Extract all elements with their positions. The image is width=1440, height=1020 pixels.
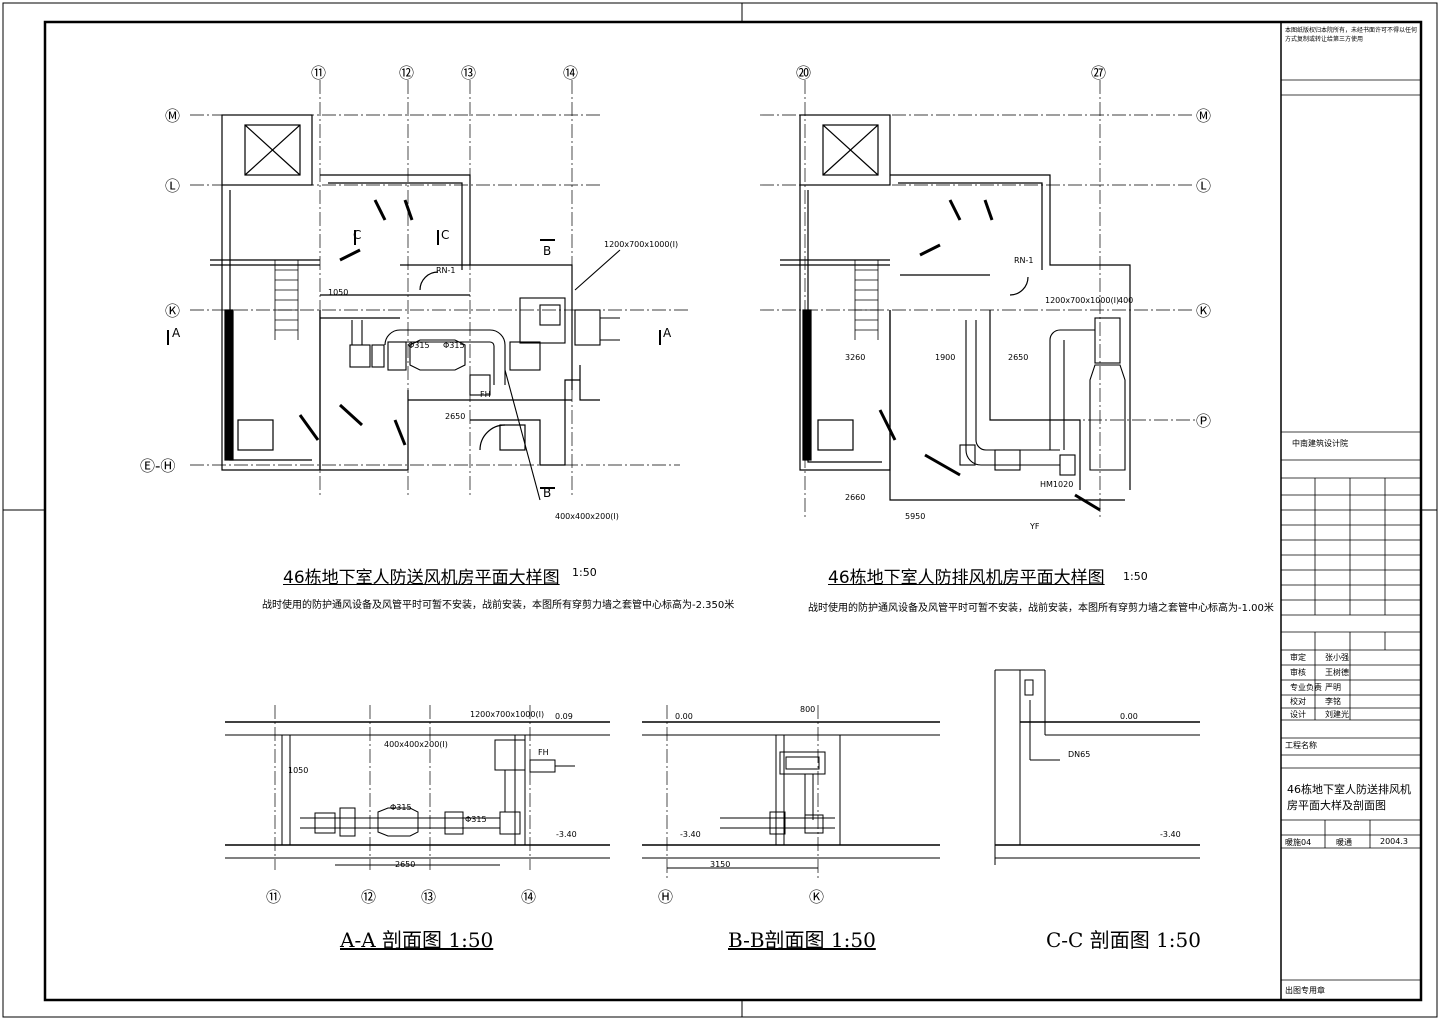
staff-name: 李铭 <box>1325 697 1341 706</box>
section-mark: B <box>543 244 552 258</box>
dimension-label: 400 <box>1118 296 1134 305</box>
grid-bubble: Ⓚ <box>809 888 825 906</box>
grid-bubble: Ⓛ <box>165 177 181 195</box>
supply-plan <box>167 80 690 501</box>
dimension-label: 3150 <box>710 860 731 869</box>
staff-name: 严明 <box>1325 683 1341 692</box>
grid-bubble: Ⓟ <box>1196 412 1212 430</box>
equipment-label: RN-1 <box>1014 256 1034 265</box>
drawing-number: 暖施04 <box>1285 838 1312 847</box>
staff-name: 张小强 <box>1325 653 1349 662</box>
dimension-label: Φ315 <box>390 803 412 812</box>
grid-bubble: ⑭ <box>563 64 579 82</box>
exhaust-plan-scale: 1:50 <box>1123 570 1148 583</box>
equipment-label: RN-1 <box>436 266 456 275</box>
section-mark: B <box>543 486 552 500</box>
grid-bubble: Ⓚ <box>1196 302 1212 320</box>
grid-bubble: ⑪ <box>266 888 282 906</box>
elevation-label: -3.40 <box>1160 830 1181 839</box>
staff-role: 校对 <box>1290 697 1306 706</box>
dimension-label: 1050 <box>328 288 349 297</box>
dimension-label: 1050 <box>288 766 309 775</box>
discipline: 暖通 <box>1336 838 1352 847</box>
grid-bubble: ⑫ <box>361 888 377 906</box>
dimension-label: 1900 <box>935 353 956 362</box>
equipment-label: FH <box>480 390 491 399</box>
section-mark: C <box>441 228 450 242</box>
section-mark: C <box>353 228 362 242</box>
grid-bubble: ⑭ <box>521 888 537 906</box>
staff-name: 王树德 <box>1325 668 1349 677</box>
equipment-label: 400x400x200(I) <box>555 512 619 521</box>
section-bb-title: B-B剖面图 1:50 <box>728 928 876 952</box>
section-mark: A <box>663 326 672 340</box>
equipment-label: HM1020 <box>1040 480 1074 489</box>
grid-bubble: ⑬ <box>461 64 477 82</box>
dimension-label: DN65 <box>1068 750 1091 759</box>
grid-bubble: Ⓜ <box>165 107 181 125</box>
section-aa-title: A-A 剖面图 1:50 <box>340 928 494 952</box>
grid-bubble: ⑫ <box>399 64 415 82</box>
section-cc <box>994 669 1200 865</box>
grid-bubble: ㉗ <box>1091 64 1107 82</box>
grid-bubble: ⑳ <box>796 64 812 82</box>
elevation-label: -3.40 <box>680 830 701 839</box>
project-label: 工程名称 <box>1285 741 1317 750</box>
supply-plan-scale: 1:50 <box>572 566 597 579</box>
dimension-label: Φ315 <box>408 341 430 350</box>
company-name: 中南建筑设计院 <box>1292 439 1348 448</box>
dimension-label: 800 <box>800 705 816 714</box>
grid-bubble: Ⓔ-Ⓗ <box>140 457 176 475</box>
grid-bubble: Ⓚ <box>165 302 181 320</box>
dimension-label: 2650 <box>1008 353 1029 362</box>
staff-role: 专业负责 <box>1290 683 1322 692</box>
dimension-label: 3260 <box>845 353 866 362</box>
section-mark: A <box>172 326 181 340</box>
equipment-label: 1200x700x1000(I) <box>470 710 545 719</box>
equipment-label: 1200x700x1000(I) <box>604 240 679 249</box>
exhaust-plan <box>760 80 1195 520</box>
supply-plan-note: 战时使用的防护通风设备及风管平时可暂不安装，战前安装，本图所有穿剪力墙之套管中心… <box>262 600 735 611</box>
grid-bubble: ⑬ <box>421 888 437 906</box>
title-block-note: 本图纸版权归本院所有，未经书面许可不得以任何方式复制或转让给第三方使用 <box>1285 27 1418 43</box>
staff-role: 审核 <box>1290 668 1306 677</box>
elevation-label: 0.00 <box>675 712 693 721</box>
drawing-date: 2004.3 <box>1380 837 1408 846</box>
grid-bubble: Ⓗ <box>658 888 674 906</box>
print-stamp-label: 出图专用章 <box>1285 986 1325 995</box>
dimension-label: 2650 <box>445 412 466 421</box>
grid-bubble: ⑪ <box>311 64 327 82</box>
supply-plan-title: 46栋地下室人防送风机房平面大样图 <box>283 568 560 588</box>
grid-bubble: Ⓛ <box>1196 177 1212 195</box>
elevation-label: 0.00 <box>1120 712 1138 721</box>
grid-bubble: Ⓜ <box>1196 107 1212 125</box>
staff-name: 刘建光 <box>1325 710 1349 719</box>
section-bb <box>642 705 940 880</box>
dimension-label: 2650 <box>395 860 416 869</box>
dimension-label: Φ315 <box>465 815 487 824</box>
dimension-label: 5950 <box>905 512 926 521</box>
exhaust-plan-title: 46栋地下室人防排风机房平面大样图 <box>828 568 1105 588</box>
elevation-label: 0.09 <box>555 712 573 721</box>
staff-role: 设计 <box>1290 710 1306 719</box>
equipment-label: FH <box>538 748 549 757</box>
equipment-label: 1200x700x1000(I) <box>1045 296 1120 305</box>
dimension-label: 2660 <box>845 493 866 502</box>
exhaust-plan-note: 战时使用的防护通风设备及风管平时可暂不安装，战前安装，本图所有穿剪力墙之套管中心… <box>808 603 1274 614</box>
equipment-label: YF <box>1030 522 1040 531</box>
staff-role: 审定 <box>1290 653 1306 662</box>
title-block <box>1281 79 1421 981</box>
elevation-label: -3.40 <box>556 830 577 839</box>
section-aa <box>225 705 610 870</box>
drawing-title: 46栋地下室人防送排风机房平面大样及剖面图 <box>1287 783 1411 812</box>
dimension-label: Φ315 <box>443 341 465 350</box>
section-cc-title: C-C 剖面图 1:50 <box>1046 928 1201 952</box>
equipment-label: 400x400x200(I) <box>384 740 448 749</box>
